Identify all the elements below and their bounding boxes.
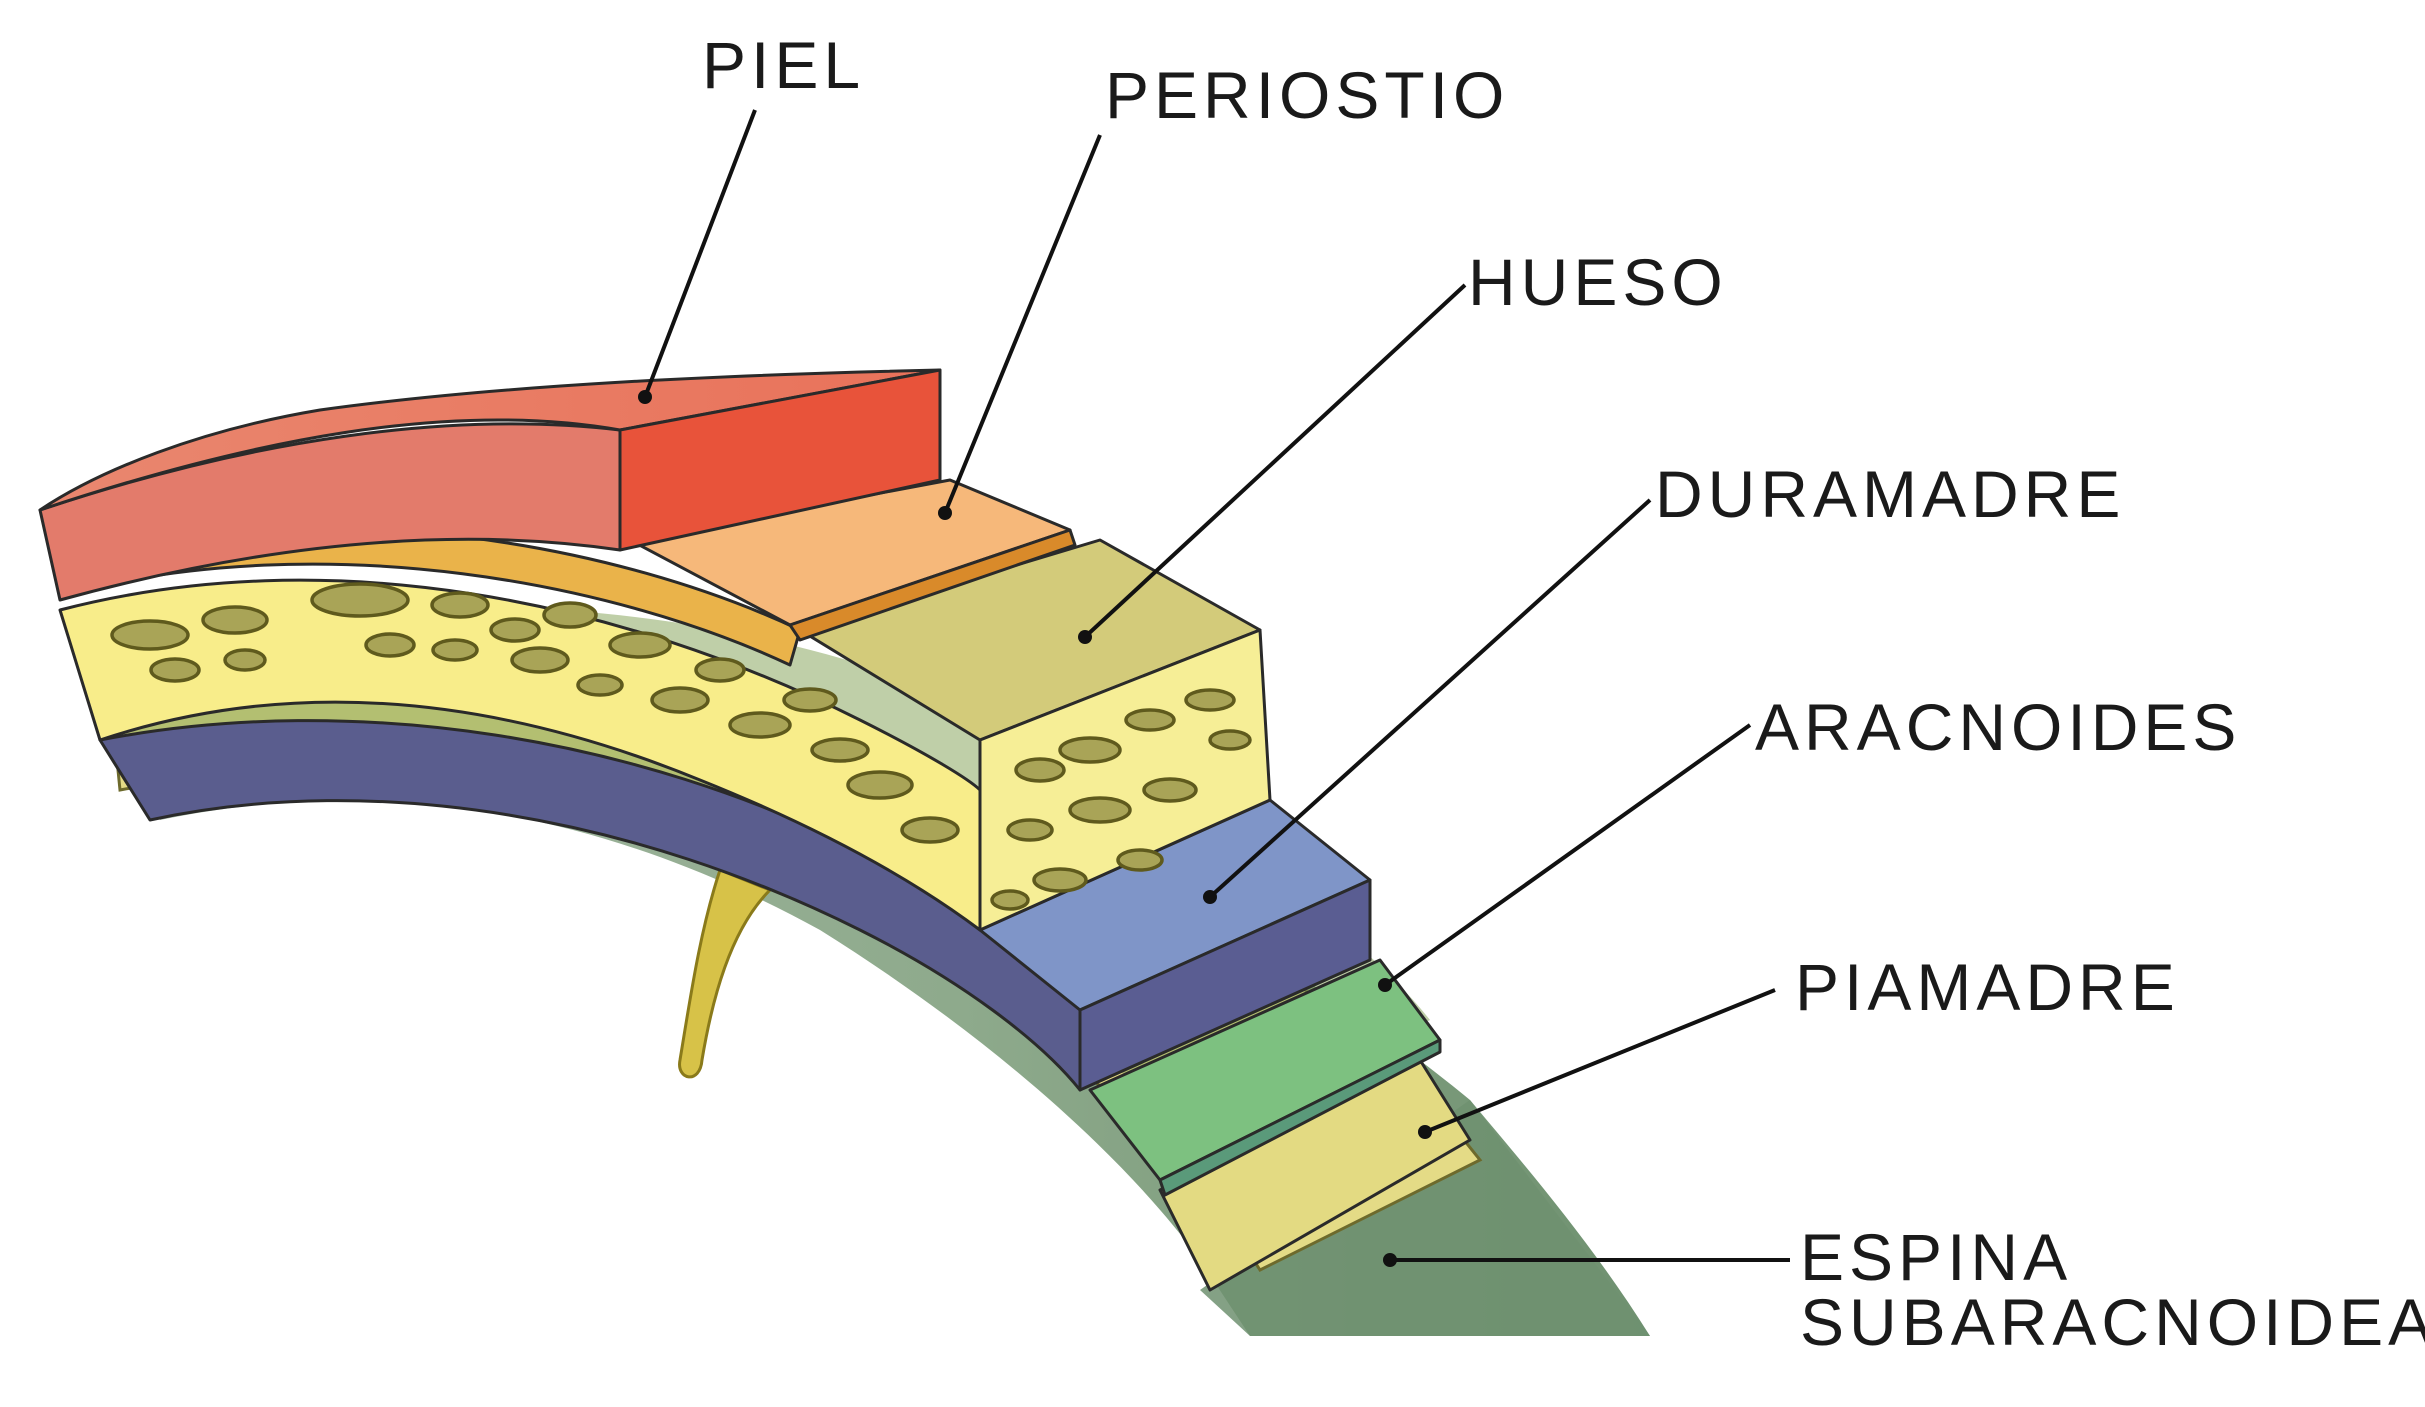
label-piel: PIEL xyxy=(702,28,865,102)
bone-cells xyxy=(110,582,1252,911)
aracnoides-edge xyxy=(1158,1038,1442,1197)
label-duramadre: DURAMADRE xyxy=(1655,457,2125,531)
label-espina-line2: SUBARACNOIDEA xyxy=(1800,1285,2425,1359)
label-hueso: HUESO xyxy=(1468,245,1728,319)
piel-front xyxy=(618,368,942,552)
label-periostio: PERIOSTIO xyxy=(1105,58,1509,132)
leader-lines xyxy=(638,109,1790,1267)
sulcus xyxy=(678,868,773,1079)
periostio-front xyxy=(788,528,1077,642)
brain-right-face xyxy=(1200,1100,1650,1336)
piel-top xyxy=(38,368,942,512)
duramadre-front xyxy=(1078,878,1372,1092)
label-aracnoides: ARACNOIDES xyxy=(1755,690,2241,764)
label-piamadre: PIAMADRE xyxy=(1795,950,2180,1024)
label-espina-line1: ESPINA xyxy=(1800,1220,2072,1294)
